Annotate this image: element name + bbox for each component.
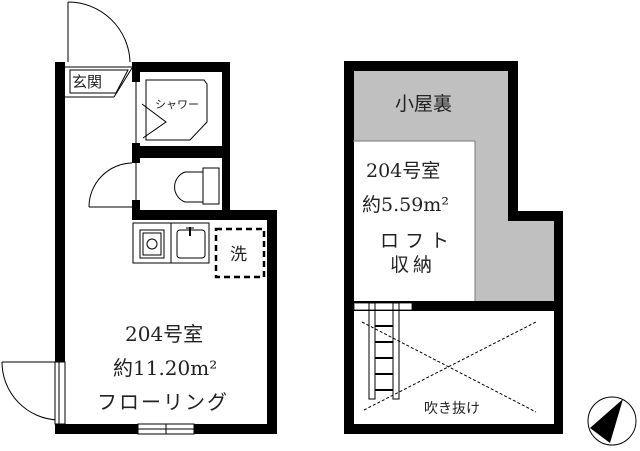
toilet-door-swing-icon (88, 162, 137, 208)
balcony-door-swing-icon (1, 361, 66, 425)
loft-plan (344, 61, 563, 434)
shower-label: シャワー (155, 98, 199, 111)
room-204-label: 204号室 (125, 322, 204, 346)
void-cross (361, 321, 537, 413)
void-label: 吹き抜け (424, 401, 480, 417)
loft-area: 約5.59m² (362, 194, 449, 216)
attic-label: 小屋裏 (395, 93, 453, 115)
stove-icon (139, 229, 165, 259)
loft-type-label: ロフト (380, 230, 456, 252)
loft-room-label: 204号室 (366, 160, 441, 182)
shower-basin (145, 79, 208, 141)
genkan-label: 玄関 (72, 73, 103, 91)
ladder-icon (368, 302, 400, 400)
washer-space (214, 227, 266, 279)
flooring-label: フローリング (97, 390, 229, 414)
toilet-icon (174, 167, 220, 205)
kitchen-counter (132, 222, 210, 264)
room-204-area: 約11.20m² (113, 356, 218, 380)
entrance-door-swing-icon (67, 1, 131, 63)
floor1-plan (1, 1, 277, 435)
washer-label: 洗 (230, 245, 247, 265)
storage-label: 収納 (390, 254, 437, 276)
north-arrow-icon (587, 396, 637, 446)
